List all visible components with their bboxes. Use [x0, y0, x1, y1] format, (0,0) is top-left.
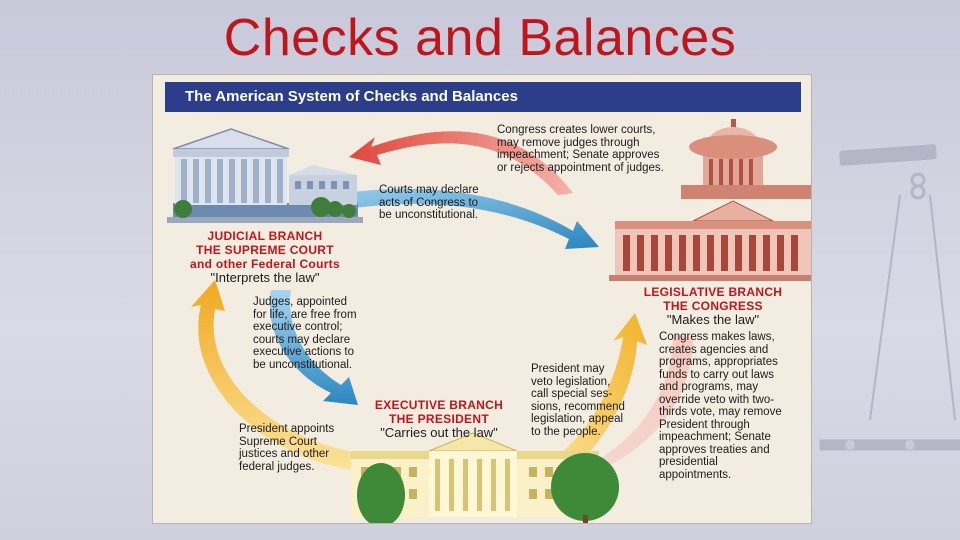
capitol-building-icon: [609, 119, 811, 281]
executive-branch-role: "Carries out the law": [380, 425, 498, 440]
text-line: justices and other: [239, 448, 330, 460]
text-line: funds to carry out laws: [659, 368, 775, 381]
text-line: President may: [531, 363, 605, 375]
legislative-branch-name: LEGISLATIVE BRANCH: [643, 285, 783, 299]
judicial-branch-label: JUDICIAL BRANCH THE SUPREME COURT and ot…: [167, 229, 363, 285]
judicial-branch-role: "Interprets the law": [210, 270, 320, 285]
text-line: call special ses-: [531, 388, 613, 400]
legislative-branch-subtitle: THE CONGRESS: [663, 299, 763, 313]
text-line: Congress creates lower courts,: [497, 124, 656, 136]
supreme-court-building-icon: [167, 128, 363, 223]
text-line: acts of Congress to: [379, 196, 479, 209]
text-line: Supreme Court: [239, 435, 317, 448]
arrow-courts-to-congress: [303, 188, 599, 249]
arrow-president-to-congress: [545, 313, 647, 477]
legislative-branch-role: "Makes the law": [666, 312, 760, 327]
text-line: may remove judges through: [497, 136, 640, 149]
text-line: President through: [659, 418, 750, 431]
text-line: be unconstitutional.: [253, 358, 353, 371]
text-line: for life, are free from: [253, 308, 357, 321]
check-congress-on-courts: Congress creates lower courts, may remov…: [497, 124, 697, 174]
legislative-branch-label: LEGISLATIVE BRANCH THE CONGRESS "Makes t…: [623, 285, 803, 327]
text-line: presidential: [659, 456, 718, 468]
panel-header: The American System of Checks and Balanc…: [165, 82, 801, 112]
arrow-president-to-courts: [191, 280, 358, 470]
text-line: courts may declare: [253, 333, 351, 346]
executive-branch-label: EXECUTIVE BRANCH THE PRESIDENT "Carries …: [359, 398, 519, 440]
executive-branch-name: EXECUTIVE BRANCH: [374, 398, 504, 412]
text-line: sions, recommend: [531, 400, 625, 413]
check-president-on-congress: President may veto legislation, call spe…: [531, 363, 655, 438]
judicial-branch-courts: and other Federal Courts: [190, 257, 340, 271]
text-line: creates agencies and: [659, 343, 769, 356]
diagram-artwork: [167, 119, 811, 523]
text-line: executive control;: [253, 321, 343, 333]
text-line: federal judges.: [239, 460, 315, 473]
text-line: appointments.: [659, 468, 732, 481]
text-line: be unconstitutional.: [379, 209, 479, 221]
text-line: impeachment; Senate approves: [497, 149, 660, 161]
text-line: impeachment; Senate: [659, 431, 771, 443]
text-line: override veto with two-: [659, 393, 775, 406]
text-line: veto legislation,: [531, 375, 611, 388]
text-line: executive actions to: [253, 346, 355, 358]
text-line: Courts may declare: [379, 184, 479, 196]
judicial-branch-subtitle: THE SUPREME COURT: [196, 243, 334, 257]
text-line: thirds vote, may remove: [659, 406, 782, 418]
judicial-branch-name: JUDICIAL BRANCH: [207, 229, 323, 243]
text-line: approves treaties and: [659, 443, 770, 456]
executive-branch-subtitle: THE PRESIDENT: [389, 412, 489, 426]
text-line: and programs, may: [659, 381, 759, 393]
arrow-congress-to-courts: [349, 131, 573, 195]
text-line: or rejects appointment of judges.: [497, 161, 664, 174]
text-line: Judges, appointed: [253, 296, 347, 308]
check-courts-on-congress: Courts may declare acts of Congress to b…: [379, 184, 509, 222]
text-line: legislation, appeal: [531, 413, 624, 425]
arrow-courts-to-president: [269, 290, 358, 405]
slide-title: Checks and Balances: [223, 9, 737, 67]
text-line: programs, appropriates: [659, 356, 778, 368]
checks-diagram-panel: The American System of Checks and Balanc…: [152, 74, 812, 524]
white-house-icon: [351, 432, 619, 523]
text-line: to the people.: [531, 425, 601, 438]
text-line: President appoints: [239, 423, 335, 435]
check-judges-independence: Judges, appointed for life, are free fro…: [253, 296, 383, 371]
check-congress-powers: Congress makes laws, creates agencies an…: [659, 331, 807, 481]
check-president-on-courts: President appoints Supreme Court justice…: [239, 423, 363, 473]
text-line: Congress makes laws,: [659, 331, 775, 343]
